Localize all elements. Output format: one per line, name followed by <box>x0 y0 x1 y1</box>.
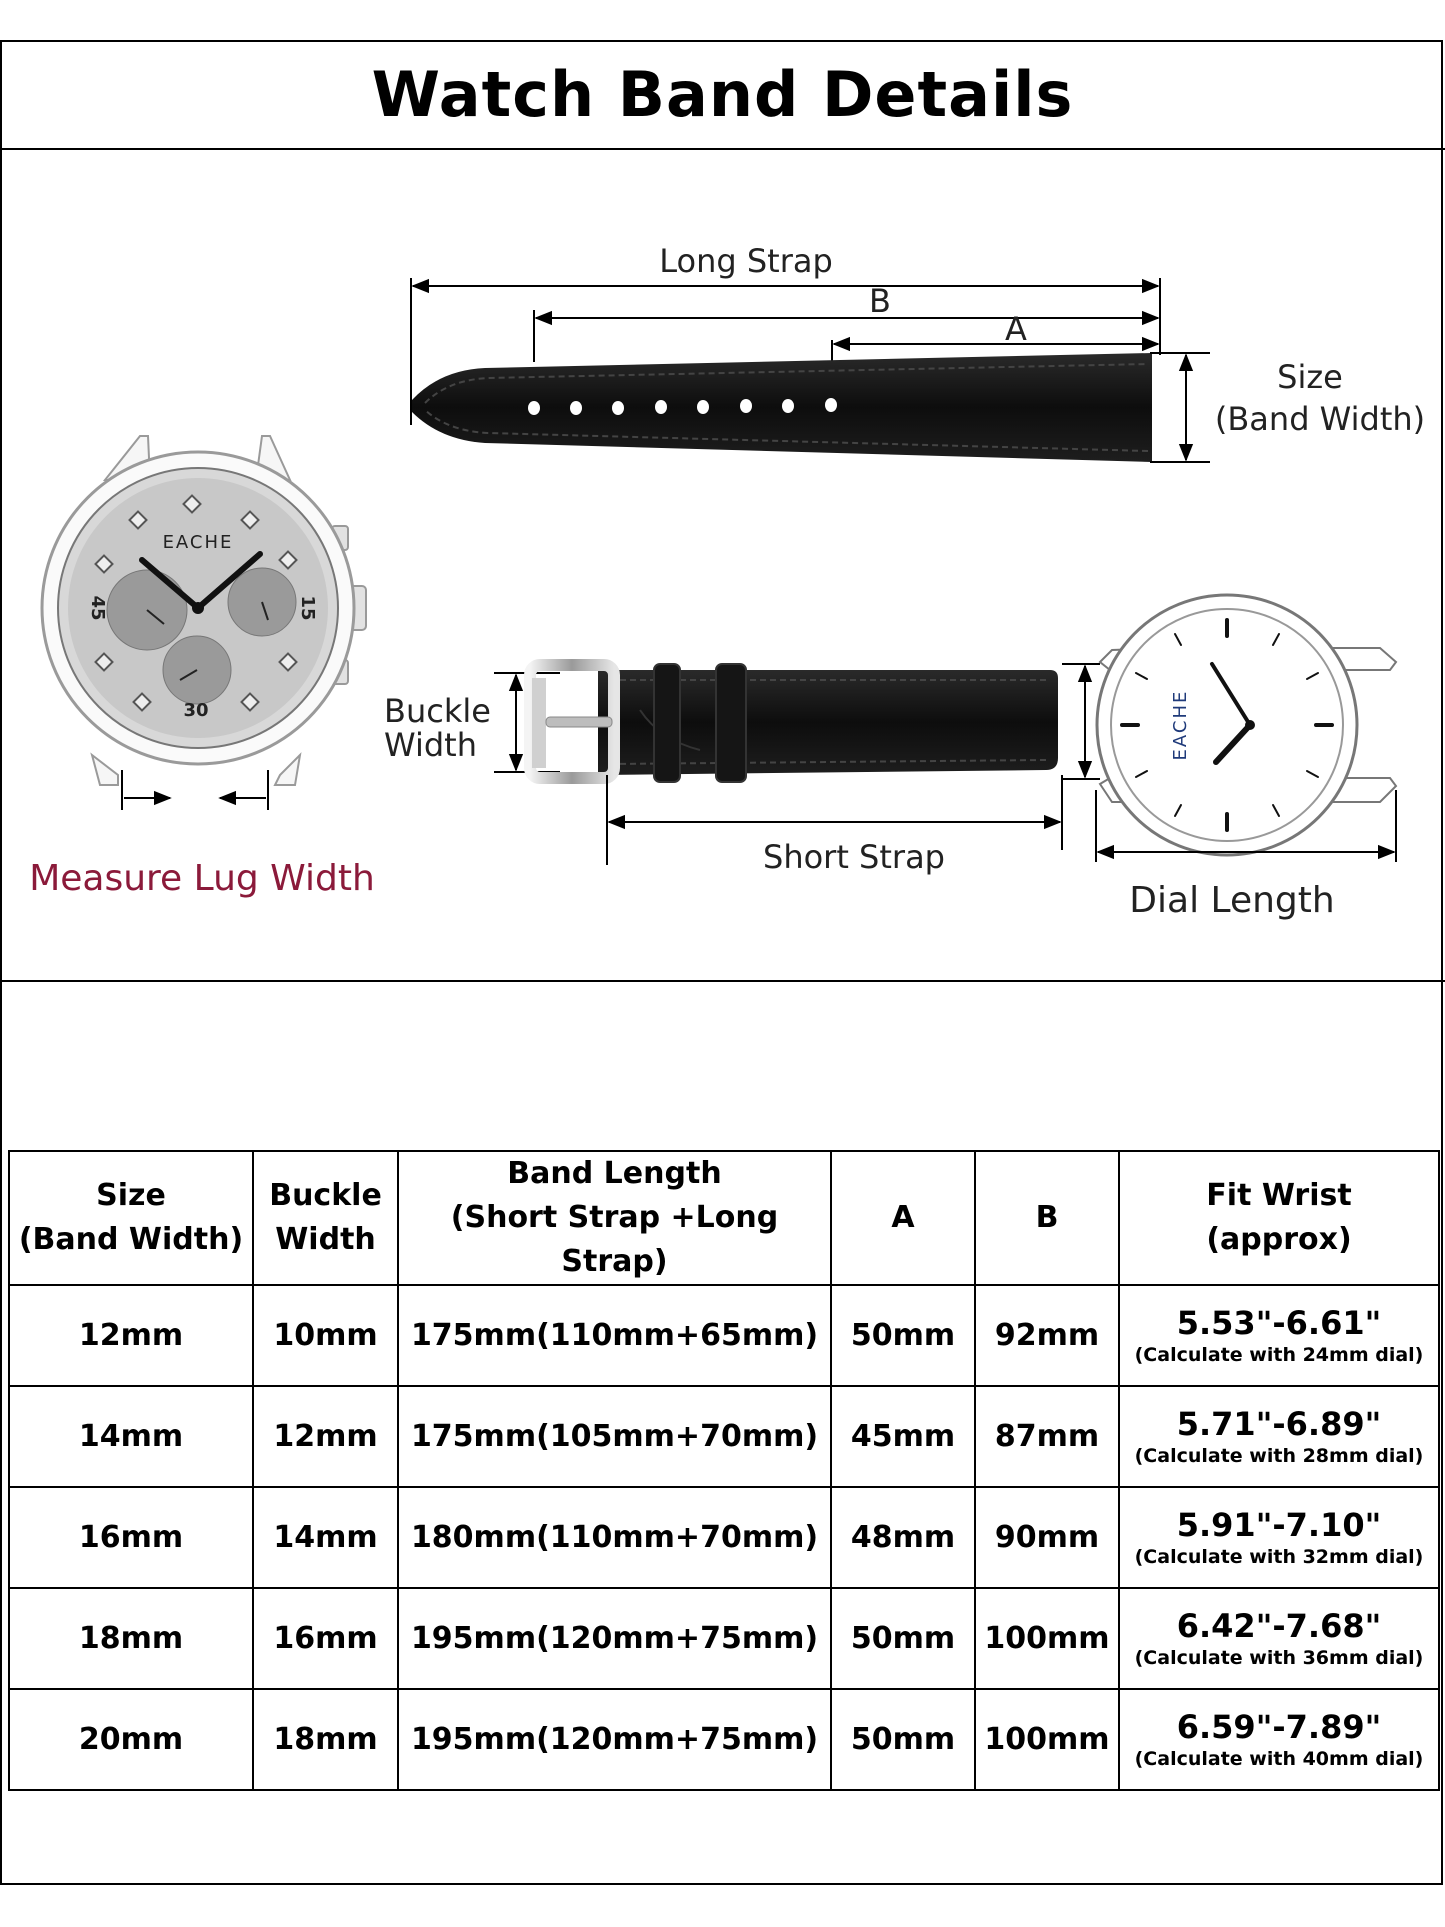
cell-size: 12mm <box>8 1284 254 1387</box>
header-fit-wrist: Fit Wrist(approx) <box>1118 1150 1440 1286</box>
long-strap-image <box>412 353 1152 462</box>
long-strap-label: Long Strap <box>659 242 833 280</box>
cell-b: 100mm <box>974 1587 1120 1690</box>
header-band-length: Band Length(Short Strap +Long Strap) <box>397 1150 832 1286</box>
short-strap-image <box>524 659 1058 784</box>
cell-a: 50mm <box>830 1587 976 1690</box>
cell-size: 18mm <box>8 1587 254 1690</box>
cell-length: 175mm(110mm+65mm) <box>397 1284 832 1387</box>
cell-length: 180mm(110mm+70mm) <box>397 1486 832 1589</box>
dial-length-label: Dial Length <box>1129 880 1334 921</box>
buckle-width-dimension: Buckle Width <box>384 672 560 773</box>
title-bar: Watch Band Details <box>0 40 1445 150</box>
b-label: B <box>869 282 891 320</box>
cell-buckle: 18mm <box>252 1688 399 1791</box>
measure-lug-label: Measure Lug Width <box>29 858 375 899</box>
buckle-width-word: Width <box>384 726 477 764</box>
cell-a: 48mm <box>830 1486 976 1589</box>
cell-b: 100mm <box>974 1688 1120 1791</box>
cell-buckle: 10mm <box>252 1284 399 1387</box>
dial-length-dimension: Dial Length <box>1095 790 1397 921</box>
short-strap-label: Short Strap <box>763 838 945 876</box>
cell-fit: 5.91"-7.10"(Calculate with 32mm dial) <box>1118 1486 1440 1589</box>
simple-watch-image: EACHE <box>1095 593 1398 857</box>
cell-size: 20mm <box>8 1688 254 1791</box>
header-b: B <box>974 1150 1120 1286</box>
table-row: 14mm 12mm 175mm(105mm+70mm) 45mm 87mm 5.… <box>8 1385 1440 1488</box>
right-watch-brand-text: EACHE <box>1170 690 1191 761</box>
diagram-canvas: Long Strap B A Size (Ba <box>29 242 1425 921</box>
cell-b: 90mm <box>974 1486 1120 1589</box>
cell-buckle: 14mm <box>252 1486 399 1589</box>
cell-b: 92mm <box>974 1284 1120 1387</box>
dial-15-text: 15 <box>297 595 318 620</box>
table-row: 18mm 16mm 195mm(120mm+75mm) 50mm 100mm 6… <box>8 1587 1440 1690</box>
outer-frame <box>0 40 1443 1885</box>
cell-a: 45mm <box>830 1385 976 1488</box>
buckle-label: Buckle <box>384 692 491 730</box>
cell-fit: 6.59"-7.89"(Calculate with 40mm dial) <box>1118 1688 1440 1791</box>
header-a: A <box>830 1150 976 1286</box>
cell-length: 195mm(120mm+75mm) <box>397 1587 832 1690</box>
cell-b: 87mm <box>974 1385 1120 1488</box>
cell-buckle: 12mm <box>252 1385 399 1488</box>
cell-fit: 5.53"-6.61"(Calculate with 24mm dial) <box>1118 1284 1440 1387</box>
cell-fit: 6.42"-7.68"(Calculate with 36mm dial) <box>1118 1587 1440 1690</box>
cell-buckle: 16mm <box>252 1587 399 1690</box>
cell-size: 14mm <box>8 1385 254 1488</box>
a-label: A <box>1005 310 1027 348</box>
header-size: Size(Band Width) <box>8 1150 254 1286</box>
cell-a: 50mm <box>830 1284 976 1387</box>
band-width-dimension: Size (Band Width) <box>1150 352 1425 463</box>
cell-length: 175mm(105mm+70mm) <box>397 1385 832 1488</box>
band-diagram: Long Strap B A Size (Ba <box>0 150 1445 982</box>
lug-width-dimension: Measure Lug Width <box>29 770 375 899</box>
cell-a: 50mm <box>830 1688 976 1791</box>
cell-size: 16mm <box>8 1486 254 1589</box>
table-row: 20mm 18mm 195mm(120mm+75mm) 50mm 100mm 6… <box>8 1688 1440 1791</box>
chronograph-watch-image: EACHE 45 15 30 <box>40 435 367 786</box>
dial-30-text: 30 <box>183 700 208 721</box>
watch-brand-text: EACHE <box>163 532 234 553</box>
short-strap-dimension: Short Strap <box>606 775 1063 876</box>
cell-fit: 5.71"-6.89"(Calculate with 28mm dial) <box>1118 1385 1440 1488</box>
cell-length: 195mm(120mm+75mm) <box>397 1688 832 1791</box>
table-row: 16mm 14mm 180mm(110mm+70mm) 48mm 90mm 5.… <box>8 1486 1440 1589</box>
strap-end-width-dimension <box>1062 663 1100 780</box>
size-label: Size <box>1277 358 1343 396</box>
long-strap-dimensions: Long Strap B A <box>410 242 1161 425</box>
dial-45-text: 45 <box>87 595 108 620</box>
table-row: 12mm 10mm 175mm(110mm+65mm) 50mm 92mm 5.… <box>8 1284 1440 1387</box>
band-width-label: (Band Width) <box>1215 400 1425 438</box>
strap-holes <box>528 398 837 415</box>
page-title: Watch Band Details <box>371 57 1074 131</box>
